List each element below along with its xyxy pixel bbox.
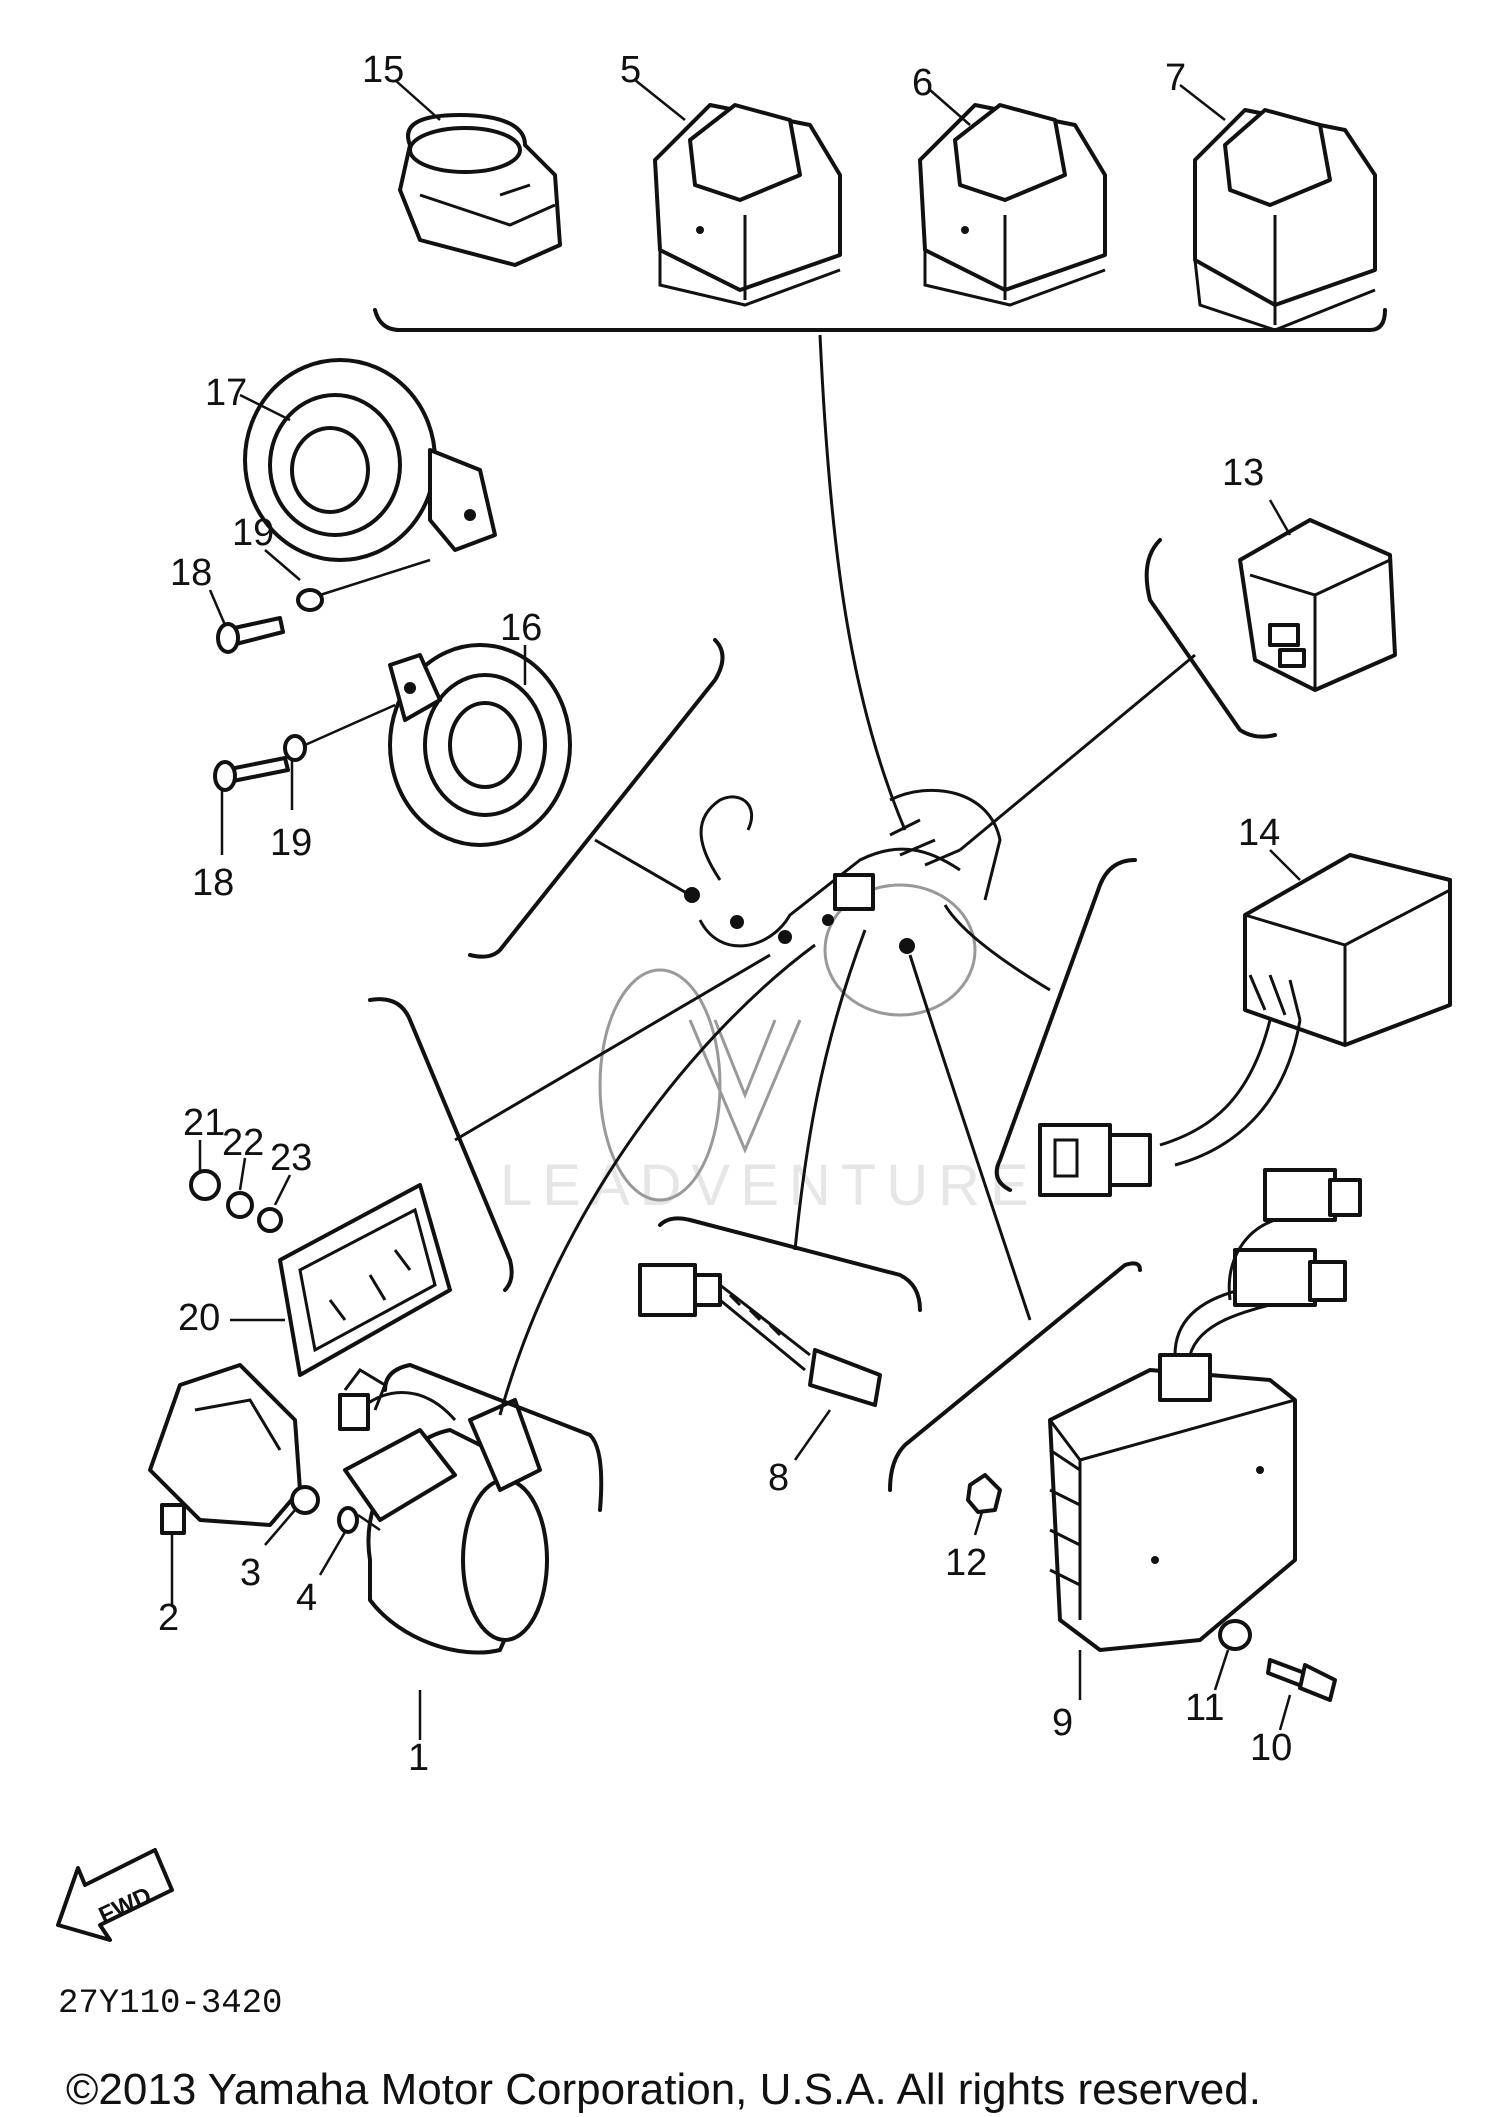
callout-23: 23 — [270, 1137, 312, 1179]
part-20-leader — [454, 953, 771, 1142]
part-20-bracket — [368, 997, 514, 1292]
top-group-bracket — [373, 308, 1387, 332]
callout-19-lower: 19 — [270, 822, 312, 864]
part-2-bracket-part — [148, 1363, 302, 1605]
callout-10: 10 — [1250, 1727, 1292, 1769]
part-15-unit — [398, 113, 562, 267]
callout-16: 16 — [500, 607, 542, 649]
callout-15: 15 — [362, 49, 404, 91]
callout-18-upper: 18 — [170, 552, 212, 594]
callout-4: 4 — [296, 1577, 317, 1619]
part-14-leader — [943, 904, 1051, 992]
callout-6: 6 — [912, 62, 933, 104]
callout-19-upper: 19 — [232, 512, 274, 554]
horn-fasteners — [213, 558, 431, 792]
part-9-leader — [908, 954, 1032, 1321]
callout-7: 7 — [1165, 57, 1186, 99]
part-9-bracket — [888, 1261, 1142, 1492]
copyright-notice: ©2013 Yamaha Motor Corporation, U.S.A. A… — [66, 2065, 1261, 2114]
callout-21: 21 — [183, 1102, 225, 1144]
part-16-horn — [388, 643, 572, 847]
watermark-text: LEADVENTURE — [500, 1153, 1039, 1218]
watermark: LEADVENTURE — [500, 1019, 1039, 1218]
diagram-code: 27Y110-3420 — [58, 1985, 282, 2023]
callout-3: 3 — [240, 1552, 261, 1594]
callout-5: 5 — [620, 49, 641, 91]
motorcycle-outline — [598, 788, 1002, 1202]
callout-9: 9 — [1052, 1702, 1073, 1744]
part-5-unit — [653, 103, 842, 307]
callout-18-lower: 18 — [192, 862, 234, 904]
top-group-leader — [818, 334, 907, 831]
callout-22: 22 — [222, 1122, 264, 1164]
callout-labels: 1 2 3 4 5 6 7 8 9 10 11 12 13 14 15 16 1… — [158, 49, 1292, 1779]
part-14-unit — [1038, 853, 1452, 1197]
horn-group-leader — [594, 838, 691, 897]
part-17-horn — [243, 358, 497, 562]
horn-group-bracket — [468, 638, 725, 959]
part-8-harness — [638, 1263, 882, 1407]
part-13-bracket — [1144, 538, 1277, 739]
callout-14: 14 — [1238, 812, 1280, 854]
part-7-unit — [1193, 108, 1377, 332]
callout-1: 1 — [408, 1737, 429, 1779]
part-1-bracket — [383, 1362, 604, 1512]
callout-8: 8 — [768, 1457, 789, 1499]
part-1-leader — [498, 943, 816, 1416]
part-14-bracket — [994, 858, 1137, 1192]
forward-arrow: FWD — [56, 1848, 174, 1942]
callout-2: 2 — [158, 1597, 179, 1639]
part-13-relay — [1238, 518, 1397, 692]
callout-20: 20 — [178, 1297, 220, 1339]
part-8-leader — [793, 929, 867, 1251]
part-9-regulator — [1048, 1168, 1362, 1652]
parts-3-4-fasteners — [264, 1485, 381, 1576]
callout-12: 12 — [945, 1542, 987, 1584]
callout-leaders — [198, 79, 1301, 1740]
part-13-leader — [959, 653, 1196, 852]
part-20-reflector — [189, 1169, 452, 1377]
parts-10-11-12-fasteners — [966, 1473, 1337, 1702]
part-6-unit — [918, 103, 1107, 307]
callout-11: 11 — [1185, 1687, 1224, 1729]
part-1-motor — [338, 1368, 549, 1655]
callout-17: 17 — [205, 372, 247, 414]
callout-13: 13 — [1222, 452, 1264, 494]
